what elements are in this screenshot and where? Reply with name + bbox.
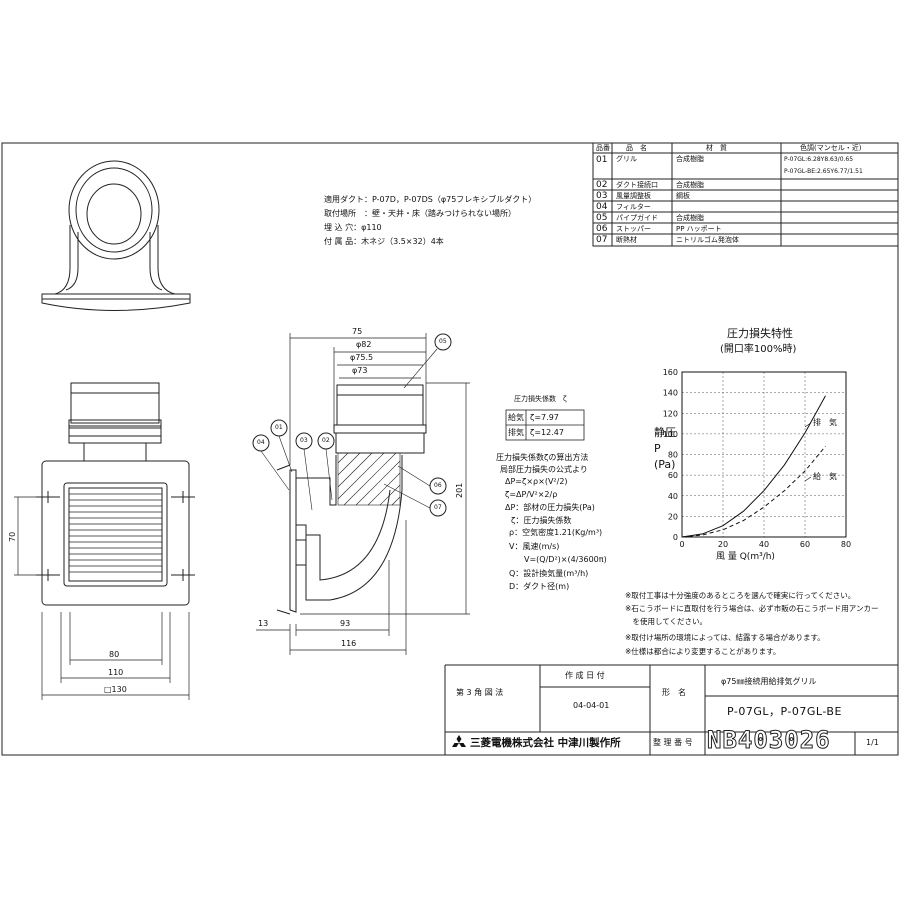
title-block-grid [444, 664, 898, 755]
parts-row-material: 鋼板 [676, 192, 690, 200]
dim-13: 13 [258, 619, 269, 628]
parts-row-material: 合成樹脂 [676, 214, 704, 222]
parts-row-color: P-07GL:6.28Y8.63/0.65 [784, 156, 854, 163]
parts-row-name: 断熱材 [616, 236, 637, 244]
side-view [276, 384, 427, 615]
callout-04: 04 [257, 439, 265, 446]
drawing-number: NB403026 [707, 726, 831, 754]
callout-03: 03 [300, 437, 308, 444]
dim-93: 93 [340, 619, 351, 628]
date-label: 作 成 日 付 [565, 671, 605, 680]
dim-70: 70 [8, 531, 17, 542]
callout-06: 06 [434, 482, 442, 489]
parts-row-name: 風量調整板 [616, 192, 651, 200]
sheet-border [1, 142, 899, 756]
louver-slats [69, 493, 162, 573]
callout-leaders [260, 348, 438, 511]
formula-line: D：ダクト径(m) [509, 582, 570, 591]
formula-line: V：風速(m/s) [509, 542, 560, 551]
callout-01: 01 [275, 424, 283, 431]
callout-05: 05 [439, 338, 447, 345]
note-line: ※取付け場所の環境によっては、結露する場合があります。 [625, 633, 825, 642]
parts-row-material: 合成樹脂 [676, 155, 704, 163]
parts-header-material: 材 質 [706, 144, 727, 152]
chart-title: 圧力損失特性 [727, 327, 793, 340]
dim-80: 80 [109, 650, 120, 659]
note-line: ※仕様は都合により変更することがあります。 [625, 647, 781, 656]
parts-row-no: 05 [596, 213, 608, 223]
parts-row-no: 06 [596, 224, 608, 234]
formula-line: 圧力損失係数ζの算出方法 [496, 453, 589, 462]
parts-header-no: 品番 [596, 144, 610, 152]
parts-row-material: PP ハッポート [676, 225, 722, 233]
number-label: 整 理 番 号 [653, 738, 693, 747]
coefficient-label-supply: 給気 [508, 413, 524, 422]
projection-method: 第 3 角 図 法 [456, 688, 504, 697]
parts-row-name: グリル [616, 155, 637, 163]
spec-hole: 埋 込 穴：φ110 [324, 223, 382, 232]
formula-line: ΔP：部材の圧力損失(Pa) [505, 503, 595, 512]
parts-header-color: 色調(マンセル・近) [800, 144, 862, 152]
parts-row-color: P-07GL-BE:2.65Y6.77/1.51 [784, 168, 863, 175]
product-name: φ75㎜接続用給排気グリル [721, 677, 817, 686]
parts-row-name: ストッパー [616, 225, 651, 233]
formula-line: V=(Q/D²)×(4/3600π) [524, 555, 607, 564]
parts-row-name: ダクト接続口 [616, 181, 658, 189]
chart-subtitle: (開口率100%時) [720, 344, 797, 355]
coefficient-title: 圧力損失係数 ζ [514, 395, 567, 403]
formula-line: ρ：空気密度1.21(Kg/m³) [509, 528, 603, 537]
creation-date: 04-04-01 [573, 701, 610, 710]
note-line: ※石こうボードに直取付を行う場合は、必ず市販の石こうボード用アンカー [625, 604, 879, 613]
coefficient-box-grid [505, 409, 585, 441]
company-name: 三菱電機株式会社 中津川製作所 [470, 737, 621, 749]
dim-75: 75 [352, 327, 363, 336]
front-dimension-lines [14, 496, 190, 700]
spec-location: 取付場所 ：壁・天井・床（踏みつけられない場所） [324, 209, 516, 218]
spec-duct: 適用ダクト：P-07D，P-07DS（φ75フレキシブルダクト） [324, 195, 537, 204]
mitsubishi-logo-icon [450, 735, 468, 755]
formula-line: 局部圧力損失の公式より [500, 465, 588, 474]
parts-row-no: 03 [596, 191, 608, 201]
dim-130: □130 [104, 685, 127, 694]
parts-header-name: 品 名 [626, 144, 647, 152]
dim-201: 201 [455, 482, 464, 498]
formula-line: ΔP=ζ×ρ×(V²/2) [505, 477, 568, 486]
dim-phi82: φ82 [356, 340, 372, 349]
parts-row-material: 合成樹脂 [676, 181, 704, 189]
coefficient-value-exhaust: ζ=12.47 [530, 428, 564, 437]
coefficient-label-exhaust: 排気 [508, 428, 524, 437]
parts-row-name: パイプガイド [616, 214, 658, 222]
top-view [41, 160, 191, 311]
callout-07: 07 [434, 504, 442, 511]
chart-ylabel: 静圧 P (Pa) [654, 426, 676, 471]
model-number: P-07GL，P-07GL-BE [727, 705, 842, 718]
coefficient-value-supply: ζ=7.97 [530, 413, 559, 422]
parts-row-no: 07 [596, 235, 608, 245]
spec-accessory: 付 属 品：木ネジ（3.5×32）4本 [324, 237, 444, 246]
parts-table-grid [592, 142, 899, 247]
note-line: ※取付工事は十分強度のあるところを選んで確実に行ってください。 [625, 591, 856, 600]
callout-02: 02 [322, 437, 330, 444]
formula-line: ζ：圧力損失係数 [511, 516, 572, 525]
model-label: 形 名 [662, 688, 686, 697]
sheet-number: 1/1 [866, 738, 879, 747]
parts-row-material: ニトリルゴム発泡体 [676, 236, 739, 244]
parts-row-name: フィルター [616, 203, 651, 211]
dim-116: 116 [341, 639, 357, 648]
dim-110: 110 [108, 668, 124, 677]
insulation-hatch [337, 452, 401, 506]
front-view [36, 382, 195, 606]
side-dimension-lines [256, 333, 470, 655]
dim-phi75-5: φ75.5 [350, 353, 374, 362]
parts-row-no: 02 [596, 180, 608, 190]
formula-line: ζ=ΔP/V²×2/ρ [505, 490, 558, 499]
parts-row-no: 01 [596, 155, 608, 165]
chart-xlabel: 風 量 Q(m³/h) [716, 552, 775, 562]
formula-line: Q：設計換気量(m³/h) [509, 569, 589, 578]
parts-row-no: 04 [596, 202, 608, 212]
note-line: を使用してください。 [625, 617, 708, 626]
dim-phi73: φ73 [352, 366, 368, 375]
